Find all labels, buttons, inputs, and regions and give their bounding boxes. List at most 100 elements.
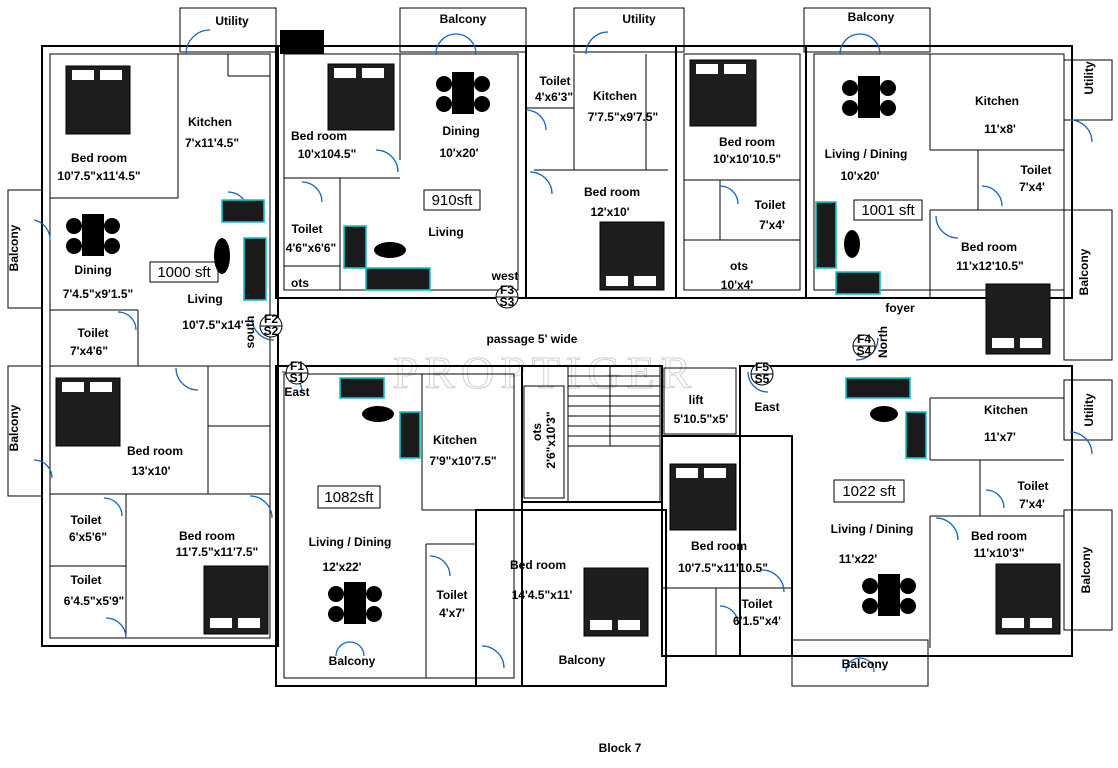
room-label: 2'6"x10'3" [544,411,558,468]
flat-marker-bottom: S4 [857,344,872,358]
room-label: Dining [442,124,479,138]
room-label: Bed room [971,529,1027,543]
room-label: Bed room [291,129,347,143]
room-label: Utility [215,14,249,28]
sofa-icon [845,377,927,459]
room-label: 11'x12'10.5" [956,259,1023,273]
room-label: 11'x22' [839,552,878,566]
room-label: 5'10.5"x5' [674,412,729,426]
flat-marker-top: F2 [264,312,278,326]
room-label: 11'x7' [984,430,1016,444]
room-label: 10'7.5"x14' [182,318,244,332]
room-label: Bed room [961,240,1017,254]
room-label: 11'x10'3" [974,546,1025,560]
flat-marker: F4 S4 [852,332,876,358]
walls [7,7,1113,687]
room-label: Balcony [1077,248,1091,295]
room-label: Toilet [754,198,785,212]
room-label: Balcony [329,654,376,668]
flat-marker-top: F4 [857,332,871,346]
dining-table-icon [436,72,490,114]
flat-area-label: 1082sft [324,489,374,506]
room-label: 6'x5'6" [69,530,107,544]
room-label: Balcony [440,12,487,26]
room-label: Bed room [510,558,566,572]
flat-marker: F1 S1 [285,359,309,385]
room-label: 6'4.5"x5'9" [64,594,124,608]
direction-label: North [876,326,890,358]
room-label: 10'x4' [721,278,754,292]
room-label: Balcony [7,404,21,451]
room-label: 7'x4' [1019,497,1045,511]
direction-label: west [491,269,519,283]
flat-marker: F2 S2 [259,312,283,338]
bed-icon [583,567,649,637]
room-label: Utility [1082,393,1096,427]
room-label: 4'x6'3" [535,90,573,104]
room-label: 10'7.5"x11'4.5" [57,169,140,183]
room-label: Living / Dining [831,522,914,536]
flat-area-labels: 1000 sft 910sft 1001 sft 1082sft 1022 sf… [149,189,923,509]
room-label: Toilet [291,222,322,236]
sofa-icon [214,199,267,301]
flat-marker: F5 S5 [750,360,774,386]
flat-area-label: 1000 sft [157,264,211,281]
room-label: 7'x4'6" [70,344,108,358]
furniture [55,59,1061,637]
room-label: ots [291,276,309,290]
room-label: 10'x104.5" [298,147,357,161]
room-label: 7'x4' [1019,180,1045,194]
bed-icon [669,463,737,531]
room-label: 11'7.5"x11'7.5" [176,545,259,559]
bed-icon [203,565,269,635]
room-label: 12'x22' [322,560,361,574]
room-label: 10'7.5"x11'10.5" [678,561,768,575]
room-label: ots [730,259,748,273]
room-label: ots [530,423,544,441]
bed-icon [55,377,121,447]
flat-marker-bottom: S1 [290,371,305,385]
room-label: lift [689,393,704,407]
bed-icon [985,283,1051,355]
room-label: Toilet [1020,163,1051,177]
room-label: 10'x10'10.5" [713,152,781,166]
room-label: 10'x20' [840,169,879,183]
room-label: Balcony [7,224,21,271]
room-label: 4'6"x6'6" [286,241,336,255]
room-label: Dining [74,263,111,277]
room-label: 7'7.5"x9'7.5" [588,110,658,124]
flat-marker-bottom: S3 [500,295,515,309]
room-label: 4'x7' [439,606,465,620]
room-label: passage 5' wide [487,332,578,346]
bed-icon [599,221,665,291]
room-label: Utility [1082,61,1096,95]
room-label: Living [187,292,222,306]
room-label: Balcony [559,653,606,667]
flat-marker-bottom: S2 [264,324,279,338]
room-label: Toilet [436,588,467,602]
sofa-icon [815,201,881,295]
room-label: Bed room [584,185,640,199]
flat-area-label: 1001 sft [861,202,915,219]
room-label: Kitchen [975,94,1019,108]
room-label: Bed room [719,135,775,149]
room-label: Toilet [741,597,772,611]
dining-table-icon [842,76,896,118]
room-label: 6'1.5"x4' [733,614,781,628]
room-label: foyer [885,301,915,315]
room-label: Kitchen [593,89,637,103]
room-label: Toilet [1017,479,1048,493]
flat-marker-top: F5 [755,360,769,374]
bed-icon [689,59,757,127]
door-swings [33,29,1093,673]
direction-labels: south East west North East [243,269,890,414]
room-label: Balcony [1079,546,1093,593]
dining-table-icon [328,582,382,624]
room-label: 7'x11'4.5" [185,136,239,150]
dining-table-icon [862,574,916,616]
room-label: Living / Dining [825,147,908,161]
room-label: Toilet [70,513,101,527]
room-label: Bed room [691,539,747,553]
room-label: 7'4.5"x9'1.5" [63,287,133,301]
